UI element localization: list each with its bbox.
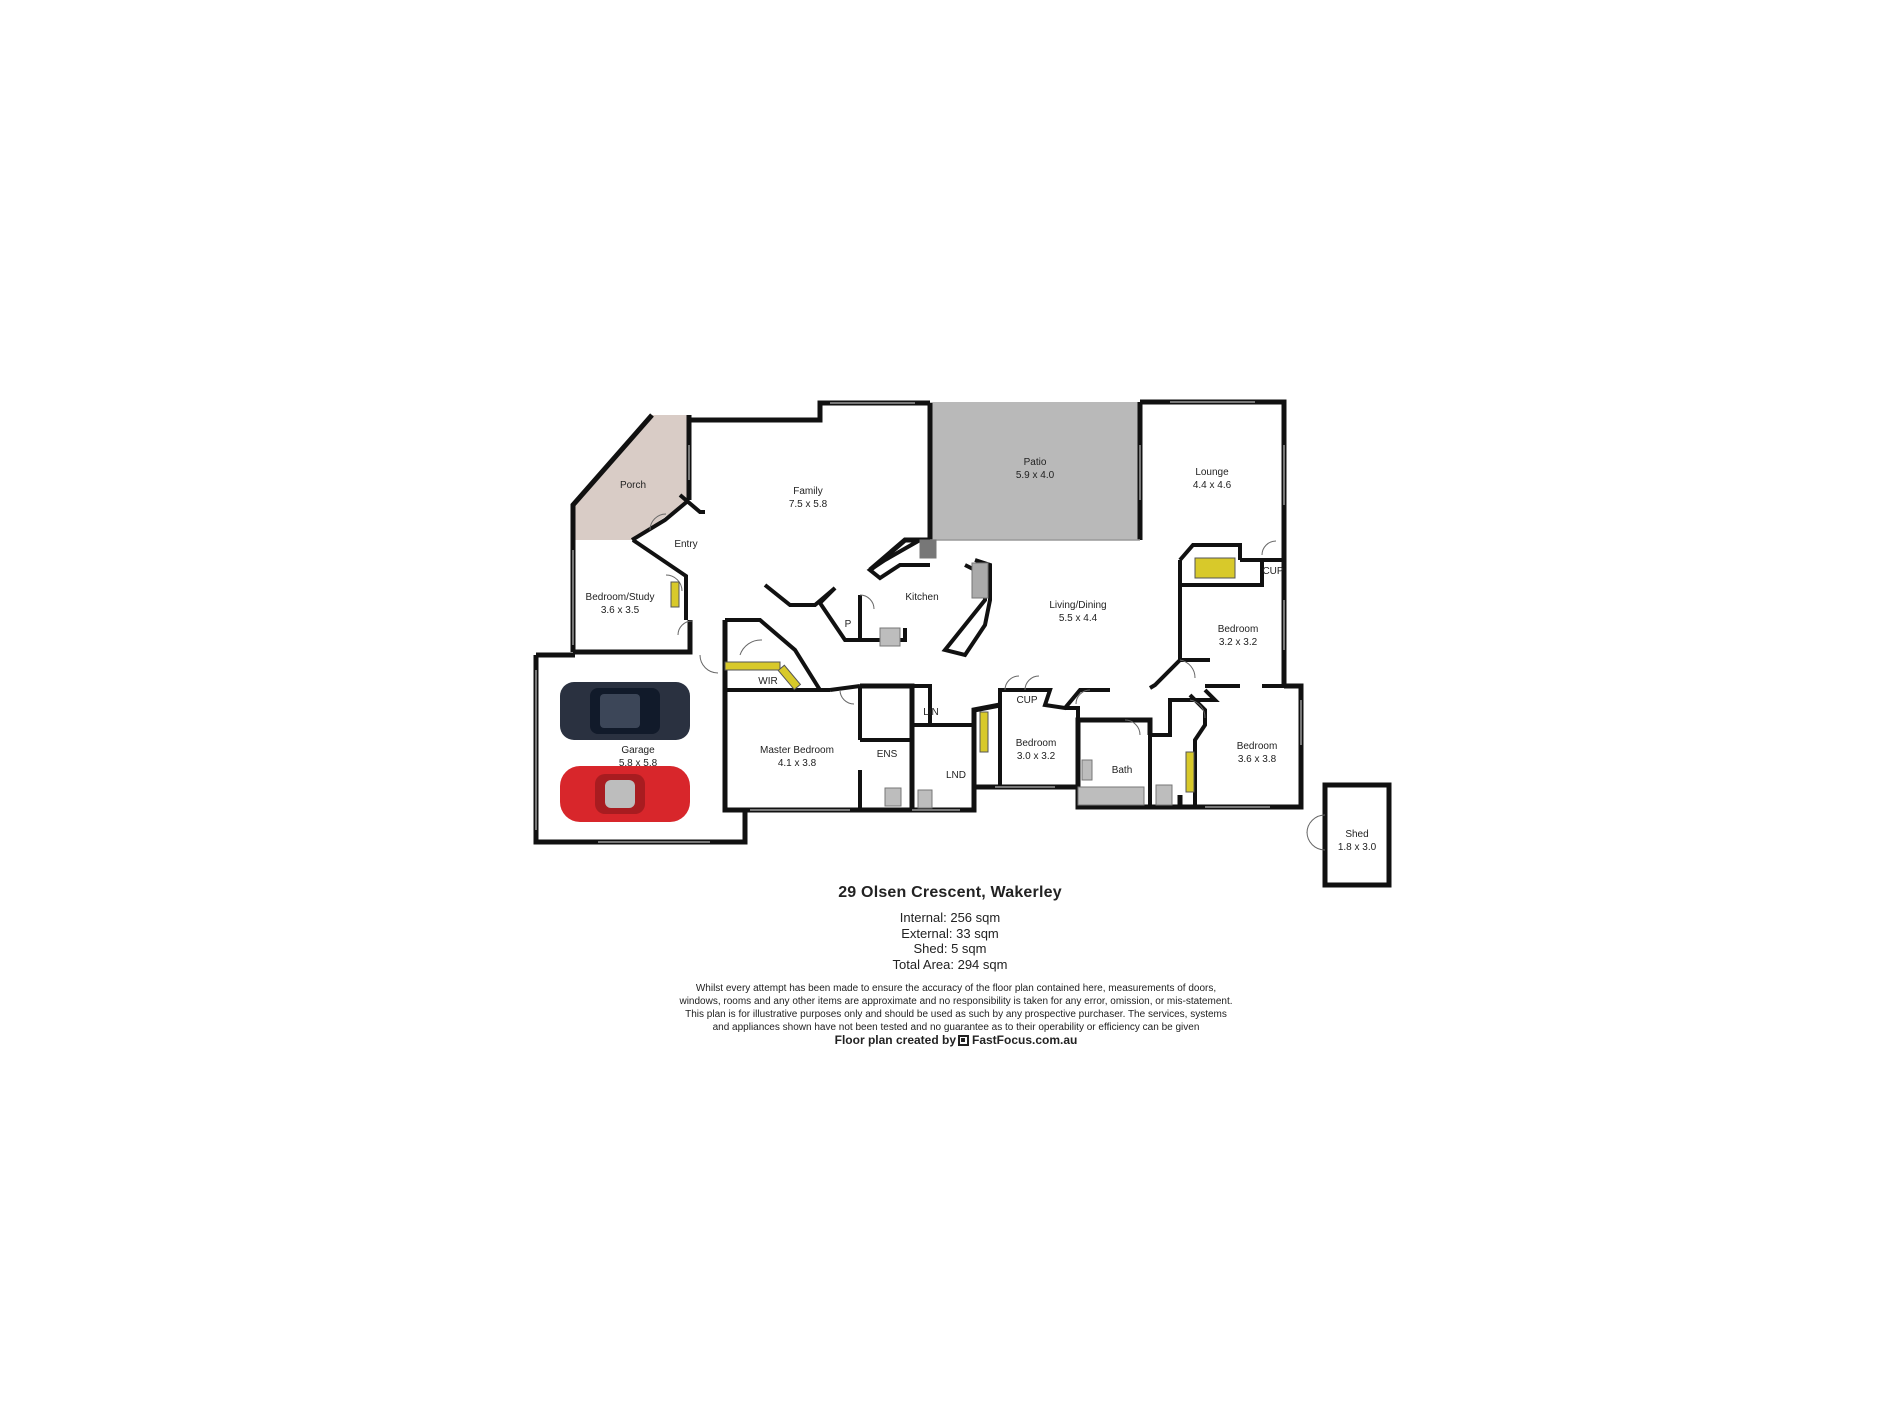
car-1: [560, 682, 690, 740]
room-entry: Entry: [674, 539, 697, 550]
room-bedroom-2-dims: 3.2 x 3.2: [1219, 637, 1258, 648]
fixtures: [879, 539, 1173, 809]
room-porch: Porch: [620, 480, 646, 491]
room-patio: Patio: [1024, 457, 1047, 468]
room-labels: Porch Entry Family 7.5 x 5.8 Patio 5.9 x…: [586, 457, 1377, 853]
area-summary: Internal: 256 sqm External: 33 sqm Shed:…: [0, 910, 1900, 972]
disclaimer-text: Whilst every attempt has been made to en…: [679, 983, 1233, 1033]
room-bedroom-study: Bedroom/Study: [586, 592, 655, 603]
room-master-bedroom: Master Bedroom: [760, 745, 834, 756]
area-total: Total Area: 294 sqm: [892, 956, 1008, 972]
credit-text: Floor plan created by: [834, 1033, 956, 1047]
room-living-dining-dims: 5.5 x 4.4: [1059, 613, 1098, 624]
room-lounge-dims: 4.4 x 4.6: [1193, 480, 1232, 491]
brand-text: FastFocus.com.au: [972, 1033, 1078, 1047]
area-internal: Internal: 256 sqm: [899, 910, 1001, 925]
patio-floor: [930, 402, 1140, 540]
room-shed: Shed: [1345, 829, 1368, 840]
room-lnd: LND: [946, 770, 966, 781]
room-lounge: Lounge: [1195, 467, 1229, 478]
area-shed: Shed: 5 sqm: [913, 941, 987, 956]
windows: [535, 401, 1302, 843]
room-master-bedroom-dims: 4.1 x 3.8: [778, 758, 817, 769]
room-bedroom-3-dims: 3.0 x 3.2: [1017, 751, 1056, 762]
room-patio-dims: 5.9 x 4.0: [1016, 470, 1055, 481]
property-address: 29 Olsen Crescent, Wakerley: [838, 884, 1062, 901]
room-bedroom-4-dims: 3.6 x 3.8: [1238, 754, 1277, 765]
room-kitchen: Kitchen: [905, 592, 938, 603]
room-bedroom-study-dims: 3.6 x 3.5: [601, 605, 640, 616]
room-wir: WIR: [758, 676, 777, 687]
room-family: Family: [793, 486, 822, 497]
area-external: External: 33 sqm: [901, 925, 999, 941]
room-ens: ENS: [877, 749, 898, 760]
room-garage-dims: 5.8 x 5.8: [619, 758, 658, 769]
room-bedroom-3: Bedroom: [1016, 738, 1057, 749]
room-family-dims: 7.5 x 5.8: [789, 499, 828, 510]
room-bedroom-2: Bedroom: [1218, 624, 1259, 635]
room-cup-1: CUP: [1262, 566, 1283, 577]
disclaimer-block: Whilst every attempt has been made to en…: [676, 982, 1236, 1048]
room-bedroom-4: Bedroom: [1237, 741, 1278, 752]
room-lin: LIN: [923, 707, 939, 718]
room-garage: Garage: [621, 745, 655, 756]
car-2: [560, 766, 690, 822]
room-pantry: P: [845, 619, 852, 630]
door-swings: [649, 513, 1326, 851]
porch-floor: [573, 415, 689, 540]
built-in-robes: [670, 557, 1236, 793]
room-living-dining: Living/Dining: [1049, 600, 1106, 611]
room-shed-dims: 1.8 x 3.0: [1338, 842, 1377, 853]
fastfocus-logo-icon: [958, 1035, 969, 1046]
credit-line: Floor plan created by FastFocus.com.au: [835, 1033, 1078, 1047]
room-bath: Bath: [1112, 765, 1133, 776]
room-cup-2: CUP: [1016, 695, 1037, 706]
